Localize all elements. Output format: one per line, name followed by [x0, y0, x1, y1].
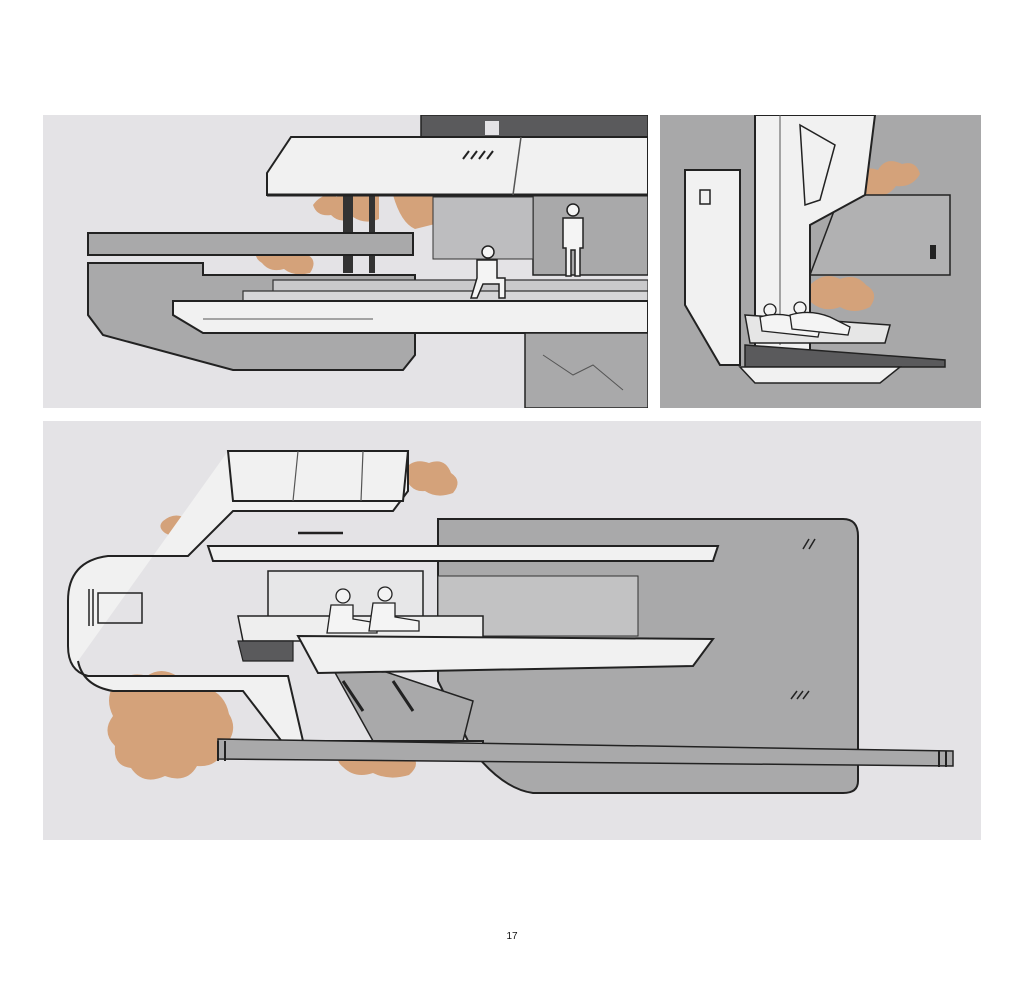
illustration-panel-top-left — [43, 115, 648, 408]
shell-marks — [790, 538, 816, 700]
wall-block — [808, 194, 951, 276]
pod-hull — [738, 366, 903, 384]
roof-block — [420, 115, 648, 138]
foliage — [806, 276, 875, 311]
side-panel — [97, 592, 143, 624]
pod-base — [744, 344, 946, 368]
main-body — [67, 450, 484, 757]
seated-figure — [469, 245, 506, 299]
vent-marks — [462, 150, 494, 160]
foliage — [403, 461, 458, 496]
roof-slab — [266, 136, 648, 196]
foliage — [107, 671, 234, 780]
architecture-sketch-1 — [87, 115, 648, 408]
main-deck — [172, 300, 648, 334]
upper-floor-slab — [206, 545, 720, 562]
roof-tower — [226, 450, 410, 502]
page-number: 17 — [506, 931, 518, 942]
reclining-figures — [759, 301, 851, 338]
lower-floor-slab — [296, 634, 715, 675]
architecture-sketch-2 — [684, 115, 951, 384]
illustration-panel-top-right — [660, 115, 981, 408]
left-wall — [684, 169, 741, 366]
upper-cantilever — [87, 232, 414, 256]
standing-figure — [562, 203, 584, 277]
roof-opening — [485, 121, 499, 135]
seated-figures — [326, 586, 420, 634]
back-wall — [532, 194, 648, 276]
struts — [341, 680, 415, 712]
step — [272, 279, 648, 294]
illustration-panel-bottom — [43, 421, 981, 840]
architecture-sketch-3 — [67, 450, 954, 794]
support-column — [524, 332, 648, 408]
